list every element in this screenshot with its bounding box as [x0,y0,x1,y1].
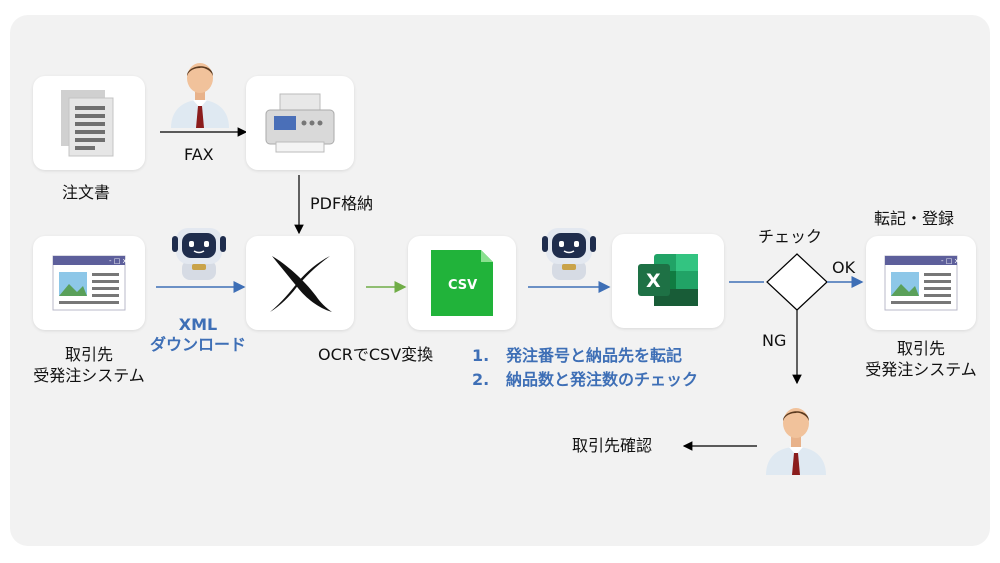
pdf-store-label: PDF格納 [310,194,374,213]
fax-label: FAX [184,145,214,164]
download-label: ダウンロード [149,335,246,354]
fax-machine-card [246,76,354,170]
transfer-register-label: 転記・登録 [874,209,955,228]
check-decision-diamond [766,253,828,311]
step-item: 1. 発注番号と納品先を転記 [472,344,698,368]
person-icon [171,63,229,128]
client-system-right-label: 取引先 受発注システム [846,338,996,380]
svg-text:- □ x: - □ x [941,257,959,265]
xml-label: XML [178,315,218,334]
ocr-csv-label: OCRでCSV変換 [318,345,434,364]
person-icon [766,408,826,475]
step-number: 1. [472,346,490,365]
step-number: 2. [472,370,490,389]
ocr-tool-card [246,236,354,330]
excel-card: X [612,234,724,328]
document-icon [61,90,114,157]
csv-file-card: CSV [408,236,516,330]
check-label: チェック [758,227,823,246]
step-item: 2. 納品数と発注数のチェック [472,368,698,392]
robot-icon [542,228,596,280]
client-system-left-line2: 受発注システム [33,366,145,385]
csv-icon-text: CSV [448,278,477,293]
svg-text:- □ x: - □ x [109,257,127,265]
robot-icon [172,228,226,280]
excel-icon-text: X [646,270,661,292]
client-system-right-line1: 取引先 [896,339,945,358]
robot-steps-list: 1. 発注番号と納品先を転記 2. 納品数と発注数のチェック [472,344,698,392]
x-logo-icon [270,256,332,312]
client-system-right-card: - □ x [866,236,976,330]
web-window-icon: - □ x [884,255,959,311]
client-system-right-line2: 受発注システム [865,360,977,379]
ng-label: NG [762,331,787,350]
order-form-label: 注文書 [62,183,111,202]
order-form-card [33,76,145,170]
step-text: 発注番号と納品先を転記 [506,346,683,365]
excel-icon: X [638,254,698,306]
step-text: 納品数と発注数のチェック [506,370,699,389]
client-system-left-line1: 取引先 [64,345,113,364]
csv-file-icon: CSV [431,250,493,316]
client-system-left-label: 取引先 受発注システム [14,344,164,386]
web-window-icon: - □ x [52,255,127,311]
ok-label: OK [832,258,856,277]
client-system-left-card: - □ x [33,236,145,330]
printer-icon [265,93,335,153]
confirm-client-label: 取引先確認 [572,436,653,455]
